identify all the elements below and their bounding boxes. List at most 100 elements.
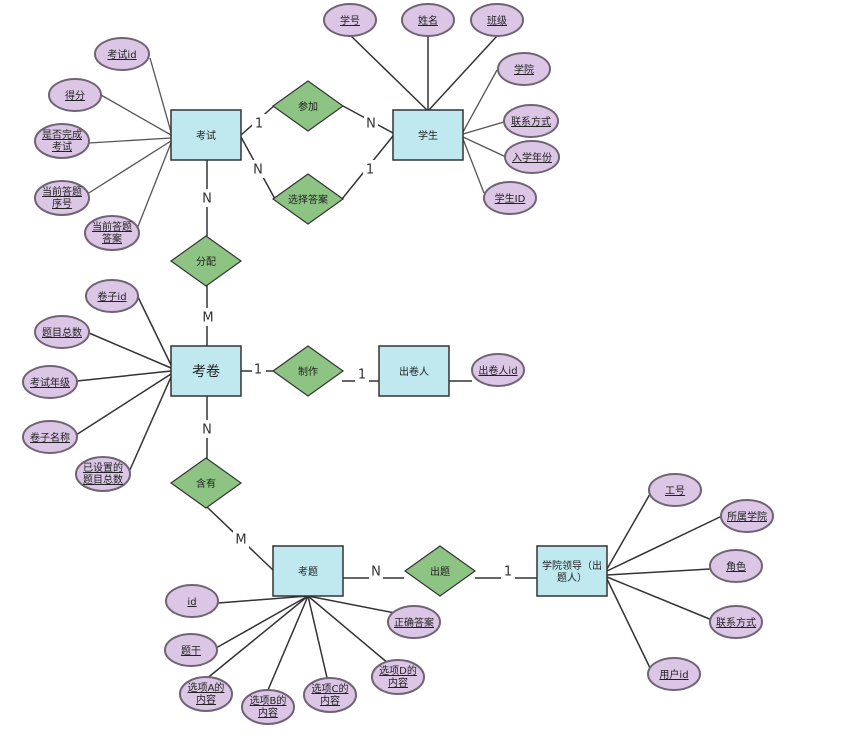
attribute-score[interactable]: 得分 [48, 78, 102, 112]
attribute-current-no[interactable]: 当前答题 序号 [34, 180, 90, 216]
attribute-stem-label: 题干 [181, 645, 201, 657]
attribute-total[interactable]: 题目总数 [34, 315, 90, 349]
entity-student-label: 学生 [418, 129, 438, 142]
relationship-make-label: 制作 [298, 365, 318, 378]
attribute-completed-label-line2: 考试 [52, 140, 72, 153]
cardinality-student-choose: 1 [366, 163, 374, 178]
attribute-set-total-label-line1: 已设置的 [83, 461, 123, 474]
attribute-current-answer-label-line2: 答案 [102, 232, 122, 245]
attribute-current-answer[interactable]: 当前答题 答案 [84, 215, 140, 251]
entity-exam-label: 考试 [196, 129, 216, 142]
attribute-author-id[interactable]: 出卷人id [471, 353, 525, 387]
attribute-student-no-label: 学号 [340, 14, 360, 27]
attribute-option-a[interactable]: 选项A的 内容 [179, 676, 233, 712]
attribute-option-d[interactable]: 选项D的 内容 [371, 659, 425, 695]
attribute-paper-id[interactable]: 卷子id [85, 279, 139, 313]
attribute-user-id-label: 用户id [659, 668, 688, 681]
attribute-paper-name[interactable]: 卷子名称 [22, 420, 78, 454]
attribute-option-d-label-line1: 选项D的 [379, 664, 417, 677]
attribute-grade-label: 考试年级 [30, 376, 70, 389]
connector-lines [75, 34, 723, 691]
attribute-college-label: 学院 [514, 63, 534, 76]
attribute-current-no-label-line2: 序号 [52, 197, 72, 210]
attribute-exam-id[interactable]: 考试id [94, 37, 150, 71]
cardinality-labels: 1 N N 1 N M 1 1 N M N 1 [200, 114, 515, 580]
attribute-class[interactable]: 班级 [470, 3, 524, 37]
cardinality-exam-assign: N [202, 192, 212, 207]
entity-exam[interactable]: 考试 [170, 109, 242, 161]
attribute-option-a-label-line2: 内容 [196, 693, 216, 706]
attribute-correct-answer[interactable]: 正确答案 [387, 605, 441, 639]
cardinality-paper-assign: M [202, 311, 213, 326]
attribute-id-label: id [187, 597, 196, 608]
attribute-enroll-year[interactable]: 入学年份 [504, 140, 560, 174]
attribute-completed[interactable]: 是否完成 考试 [34, 123, 90, 159]
attribute-current-no-label-line1: 当前答题 [42, 185, 82, 198]
entity-author-label: 出卷人 [399, 365, 429, 378]
entity-question[interactable]: 考题 [272, 545, 344, 597]
attribute-role[interactable]: 角色 [709, 549, 763, 583]
attribute-role-label: 角色 [726, 560, 746, 573]
relationship-assign[interactable]: 分配 [169, 235, 243, 287]
attribute-grade[interactable]: 考试年级 [22, 365, 78, 399]
attribute-leader-college[interactable]: 所属学院 [720, 499, 774, 533]
attribute-staff-no-label: 工号 [665, 485, 685, 497]
entity-leader[interactable]: 学院领导（出 题人） [536, 545, 608, 597]
attribute-set-total[interactable]: 已设置的 题目总数 [75, 456, 131, 492]
cardinality-leader-set: 1 [504, 565, 512, 580]
attribute-option-c-label-line1: 选项C的 [312, 682, 349, 695]
attribute-option-b[interactable]: 选项B的 内容 [241, 689, 295, 725]
attribute-leader-contact-label: 联系方式 [716, 616, 756, 629]
relationship-participate[interactable]: 参加 [271, 80, 345, 132]
attribute-completed-label-line1: 是否完成 [42, 128, 82, 141]
attribute-leader-contact[interactable]: 联系方式 [709, 605, 763, 639]
attribute-user-id[interactable]: 用户id [647, 657, 701, 691]
attribute-staff-no[interactable]: 工号 [648, 473, 702, 507]
attribute-stem[interactable]: 题干 [164, 633, 218, 667]
attribute-student-id-label: 学生ID [495, 192, 526, 205]
entity-question-label: 考题 [298, 566, 318, 578]
entity-author[interactable]: 出卷人 [378, 345, 450, 397]
relationship-participate-label: 参加 [298, 100, 318, 113]
attribute-option-c[interactable]: 选项C的 内容 [303, 677, 357, 713]
entity-leader-label-line2: 题人） [557, 572, 587, 584]
relationship-set-question[interactable]: 出题 [403, 545, 477, 597]
attribute-name[interactable]: 姓名 [401, 3, 455, 37]
attribute-student-id[interactable]: 学生ID [483, 181, 537, 215]
attribute-author-id-label: 出卷人id [478, 364, 517, 377]
attribute-enroll-year-label: 入学年份 [512, 151, 552, 164]
attribute-option-a-label-line1: 选项A的 [188, 681, 225, 694]
attribute-score-label: 得分 [65, 90, 85, 102]
entity-leader-label-line1: 学院领导（出 [542, 559, 602, 572]
attribute-college[interactable]: 学院 [497, 52, 551, 86]
attribute-id[interactable]: id [165, 584, 219, 618]
relationship-make[interactable]: 制作 [271, 345, 345, 397]
attribute-leader-college-label: 所属学院 [727, 510, 767, 523]
attribute-paper-name-label: 卷子名称 [30, 431, 70, 444]
relationship-set-question-label: 出题 [430, 565, 450, 578]
cardinality-paper-make: 1 [254, 363, 262, 378]
relationship-choose-answer[interactable]: 选择答案 [271, 173, 345, 225]
relationship-choose-answer-label: 选择答案 [288, 193, 328, 206]
relationship-contain-label: 含有 [196, 477, 216, 490]
attribute-contact-label: 联系方式 [511, 115, 551, 128]
attribute-current-answer-label-line1: 当前答题 [92, 220, 132, 233]
relationship-contain[interactable]: 含有 [169, 457, 243, 509]
attribute-exam-id-label: 考试id [107, 48, 136, 61]
attribute-set-total-label-line2: 题目总数 [83, 473, 123, 486]
attribute-option-b-label-line2: 内容 [258, 706, 278, 719]
entity-paper[interactable]: 考卷 [170, 345, 242, 397]
cardinality-student-participate: N [366, 117, 376, 132]
cardinality-question-set: N [371, 565, 381, 580]
cardinality-question-contain: M [235, 533, 246, 548]
attribute-student-no[interactable]: 学号 [323, 3, 377, 37]
attribute-total-label: 题目总数 [42, 326, 82, 339]
attribute-name-label: 姓名 [418, 14, 438, 27]
attribute-option-c-label-line2: 内容 [320, 694, 340, 707]
entity-paper-label: 考卷 [192, 364, 220, 380]
attribute-contact[interactable]: 联系方式 [503, 104, 559, 138]
cardinality-exam-choose: N [253, 163, 263, 178]
entity-student[interactable]: 学生 [392, 109, 464, 161]
cardinality-paper-contain: N [202, 423, 212, 438]
